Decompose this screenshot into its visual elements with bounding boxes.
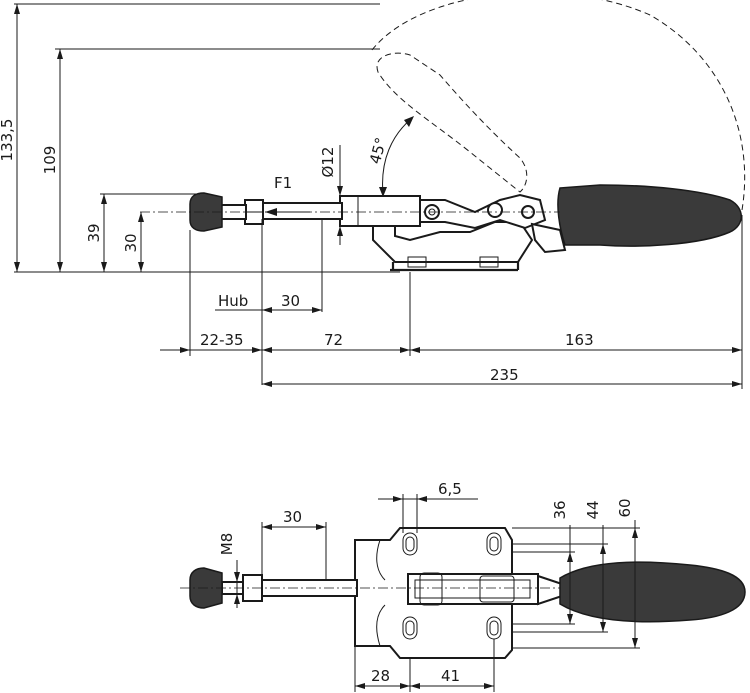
base-slot-right — [479, 256, 499, 268]
pivot-pin-2 — [487, 202, 503, 218]
dim-30-top-label: 30 — [283, 508, 302, 526]
dim-109-label: 109 — [41, 146, 59, 175]
dia-12-label: Ø12 — [319, 147, 337, 178]
dim-133-arrow-bottom — [14, 262, 20, 272]
d41-arrow-left — [410, 683, 420, 689]
linkage-fork — [537, 574, 563, 606]
dim-133-5-label: 133,5 — [0, 119, 16, 162]
d235-arrow-right — [732, 381, 742, 387]
dim-109-arrow-top — [57, 49, 63, 59]
d30-arrow-right — [316, 524, 326, 530]
d163-arrow-right — [732, 347, 742, 353]
dim-109-arrow-bottom — [57, 262, 63, 272]
d235-arrow-left — [262, 381, 272, 387]
linkage-top — [407, 573, 539, 605]
angle-arc — [382, 117, 413, 195]
dim-30-vertical-label: 30 — [122, 233, 140, 252]
d65-arrow-left — [393, 496, 403, 502]
m8-arrow-top — [234, 572, 240, 582]
hub-arrow-left — [262, 307, 272, 313]
base-slot-left — [407, 256, 427, 268]
dim-6-5-label: 6,5 — [438, 480, 462, 498]
d28-arrow-right — [400, 683, 410, 689]
mount-slot-tl-inner — [405, 536, 415, 552]
dim-30v-arrow-top — [138, 212, 144, 222]
mount-slot-bl-inner — [405, 620, 415, 636]
linkage-arm — [419, 193, 547, 230]
dim-163-label: 163 — [565, 331, 594, 349]
hub-30-label: 30 — [281, 292, 300, 310]
d36-arrow-top — [567, 552, 573, 562]
dim-22-35-label: 22-35 — [200, 331, 244, 349]
dim-41-label: 41 — [441, 667, 460, 685]
ghost-handle-45deg — [376, 52, 528, 193]
linkage-pin-1 — [419, 572, 443, 606]
dim-36-label: 36 — [551, 500, 569, 519]
d163-arrow-left — [410, 347, 420, 353]
lower-lever — [530, 222, 567, 254]
d2235-arrow-left — [180, 347, 190, 353]
linkage-top-inner — [414, 579, 531, 599]
dim-235-label: 235 — [490, 366, 519, 384]
d2235-arrow-right — [262, 347, 272, 353]
m8-arrow-bottom — [234, 594, 240, 604]
dim-133-arrow-top — [14, 4, 20, 14]
plunger-tip — [189, 192, 223, 232]
guide-block — [339, 195, 421, 227]
d60-arrow-bottom — [632, 638, 638, 648]
d44-arrow-top — [600, 544, 606, 554]
d72-arrow-left — [252, 347, 262, 353]
mount-slot-tl — [402, 532, 418, 556]
linkage-pin-2 — [479, 575, 515, 603]
dim-39-label: 39 — [85, 223, 103, 242]
dia12-arrow-top — [337, 186, 343, 196]
angle-arrow-top — [404, 116, 414, 127]
dim-72-label: 72 — [324, 331, 343, 349]
mount-slot-bl — [402, 616, 418, 640]
angle-45-label: 45° — [366, 136, 390, 166]
dim-m8-label: M8 — [218, 533, 236, 556]
mount-slot-tr-inner — [489, 536, 499, 552]
angle-arrow-bottom — [379, 187, 387, 197]
dim-44-label: 44 — [584, 500, 602, 519]
dim-60-label: 60 — [616, 498, 634, 517]
dim-39-arrow-bottom — [101, 262, 107, 272]
d44-arrow-bottom — [600, 622, 606, 632]
d41-arrow-right — [484, 683, 494, 689]
base-plate-inner — [376, 539, 386, 647]
dim-39-arrow-top — [101, 194, 107, 204]
f1-arrow-head — [265, 208, 277, 216]
d65-arrow-right — [417, 496, 427, 502]
d60-arrow-top — [632, 528, 638, 538]
dim-28-label: 28 — [371, 667, 390, 685]
hub-label: Hub — [218, 292, 248, 310]
mount-slot-tr — [486, 532, 502, 556]
mount-slot-br-inner — [489, 620, 499, 636]
handle-grip — [557, 184, 742, 247]
dim-30v-arrow-bottom — [138, 262, 144, 272]
d36-arrow-bottom — [567, 614, 573, 624]
top-view: 6,5 30 M8 36 44 60 — [180, 480, 746, 692]
handle-swing-arc — [371, 0, 746, 211]
d30-arrow-left — [262, 524, 272, 530]
hub-arrow-right — [312, 307, 322, 313]
d72-arrow-right — [400, 347, 410, 353]
side-view: 133,5 109 39 30 F1 Ø12 45° — [0, 0, 746, 389]
f1-label: F1 — [274, 174, 292, 192]
handle-top — [559, 561, 746, 623]
d28-arrow-left — [355, 683, 365, 689]
